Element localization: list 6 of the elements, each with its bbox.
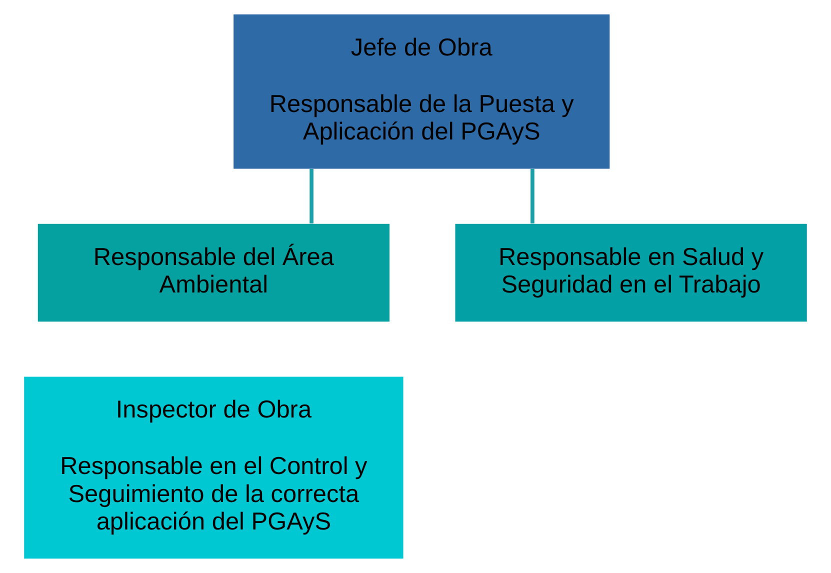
node-box: Responsable en Salud y Seguridad en el Trabajo [455,224,807,322]
node-box: Inspector de Obra Responsable en el Control y Seguimiento de la correcta aplicación del PGAyS [24,376,404,559]
node-box: Jefe de Obra Responsable de la Puesta y Aplicación del PGAyS [234,14,610,169]
node-box: Responsable del Área Ambiental [38,224,390,322]
connector [310,168,314,224]
connector [530,168,534,224]
